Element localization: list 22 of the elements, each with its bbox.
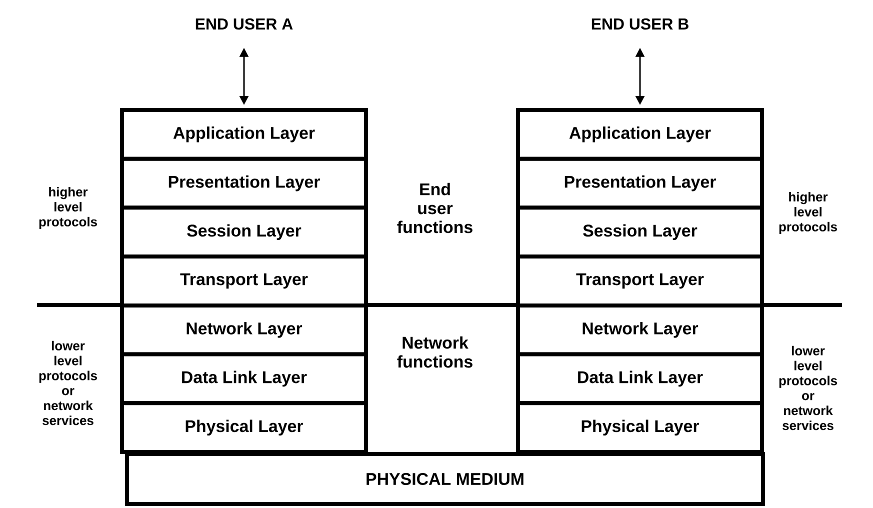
- layer-box: Transport Layer: [120, 254, 368, 308]
- function-note: Network functions: [397, 336, 472, 368]
- layer-box: Physical Layer: [120, 401, 368, 454]
- side-note: higher level protocols: [779, 192, 837, 234]
- side-note: lower level protocols or network services: [779, 346, 837, 430]
- end-user-label: END USER B: [588, 16, 692, 32]
- layer-box: Application Layer: [516, 108, 764, 161]
- layer-box: Application Layer: [120, 108, 368, 161]
- side-note: lower level protocols or network services: [39, 340, 97, 426]
- layer-box: Presentation Layer: [516, 156, 764, 210]
- end-user-label: END USER A: [192, 16, 296, 32]
- layer-box: Data Link Layer: [120, 352, 368, 406]
- side-note: higher level protocols: [39, 187, 97, 229]
- layer-box: Data Link Layer: [516, 352, 764, 406]
- layer-box: Physical Layer: [516, 401, 764, 454]
- layer-box: Presentation Layer: [120, 156, 368, 210]
- layer-box: Session Layer: [120, 206, 368, 259]
- layer-box: Session Layer: [516, 206, 764, 259]
- layer-box: Network Layer: [516, 303, 764, 356]
- layer-box: Transport Layer: [516, 254, 764, 308]
- function-note: End user functions: [397, 182, 472, 234]
- layer-box: Network Layer: [120, 303, 368, 356]
